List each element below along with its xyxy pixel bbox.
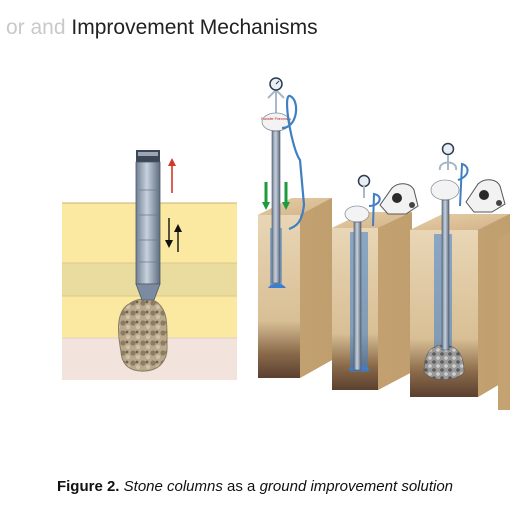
vibro-rig-2-icon bbox=[344, 174, 419, 371]
compacted-column-icon bbox=[423, 344, 465, 380]
right-diagram: Transfer Pneumatic bbox=[258, 77, 510, 410]
caption-label: Figure 2. bbox=[56, 478, 120, 495]
rig-1-brand-label: Transfer Pneumatic bbox=[261, 117, 292, 121]
lift-up-arrow-icon bbox=[168, 158, 176, 193]
title-main-text: Improvement Mechanisms bbox=[71, 16, 318, 39]
caption-part-3: ground improvement solution bbox=[259, 478, 454, 495]
slide-title: or and Improvement Mechanisms bbox=[6, 16, 318, 40]
vibration-arrows-icon bbox=[165, 218, 182, 252]
caption-part-1: Stone columns bbox=[123, 478, 223, 495]
vibro-rig-1-icon: Transfer Pneumatic bbox=[261, 77, 306, 284]
title-faded-text: or and bbox=[6, 16, 66, 39]
stone-column-icon bbox=[118, 298, 168, 372]
vibro-rig-3-icon bbox=[430, 142, 506, 351]
figure-caption: Figure 2. Stone columns as a ground impr… bbox=[0, 478, 510, 495]
caption-part-2: as a bbox=[227, 478, 256, 495]
left-diagram bbox=[62, 150, 237, 380]
vibroflot-probe-icon bbox=[135, 161, 161, 285]
